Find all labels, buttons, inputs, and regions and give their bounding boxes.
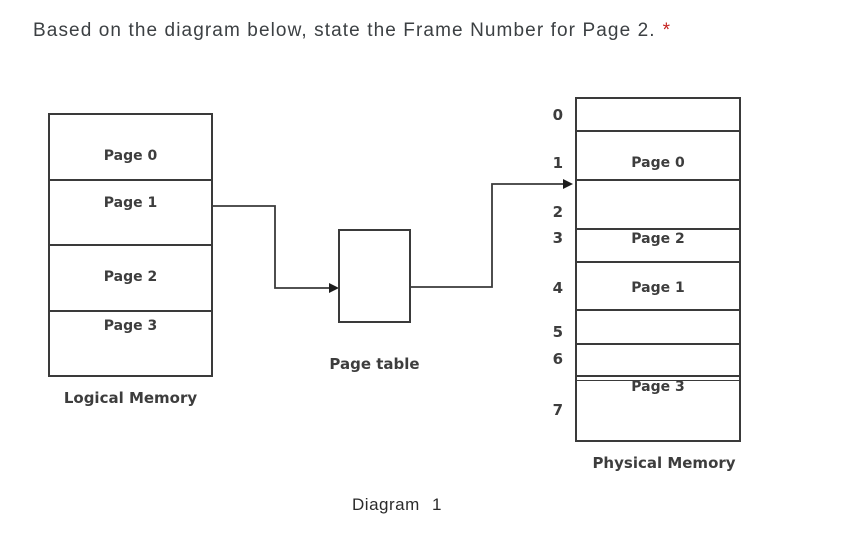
physical-memory-divider [577,343,739,345]
page-table-caption: Page table [329,355,420,373]
physical-memory-divider [577,261,739,263]
arrowhead-icon [563,179,573,189]
logical-memory-divider [50,244,211,246]
physical-memory-divider [577,375,739,377]
frame-number: 2 [552,203,563,221]
physical-frame-content: Page 1 [631,280,685,296]
physical-memory-divider [577,228,739,230]
logical-memory-divider [50,310,211,312]
frame-number: 6 [552,350,563,368]
logical-page-label: Page 2 [103,269,158,285]
logical-memory-divider [50,179,211,181]
logical-page-label: Page 0 [103,148,158,164]
arrow-logical-to-pagetable [213,205,330,289]
logical-memory-caption: Logical Memory [63,389,198,407]
physical-memory-box [575,97,741,442]
frame-number: 0 [552,106,563,124]
frame-number: 7 [552,401,563,419]
diagram-caption: Diagram 1 [352,495,442,514]
frame-number: 4 [552,279,563,297]
required-marker: * [662,20,672,41]
frame-number: 5 [552,323,563,341]
physical-frame-content: Page 3 [631,379,685,395]
physical-memory-caption: Physical Memory [592,454,736,472]
physical-memory-divider [577,130,739,132]
physical-frame-content: Page 0 [631,155,685,171]
physical-memory-divider [577,380,739,381]
question-title: Based on the diagram below, state the Fr… [33,20,671,42]
frame-number: 1 [552,154,563,172]
physical-memory-divider [577,179,739,181]
frame-number: 3 [552,229,563,247]
logical-page-label: Page 1 [103,195,158,211]
question-text: Based on the diagram below, state the Fr… [33,20,656,41]
page-table-box [338,229,411,323]
physical-frame-content: Page 2 [631,231,685,247]
logical-page-label: Page 3 [103,318,158,334]
physical-memory-divider [577,309,739,311]
